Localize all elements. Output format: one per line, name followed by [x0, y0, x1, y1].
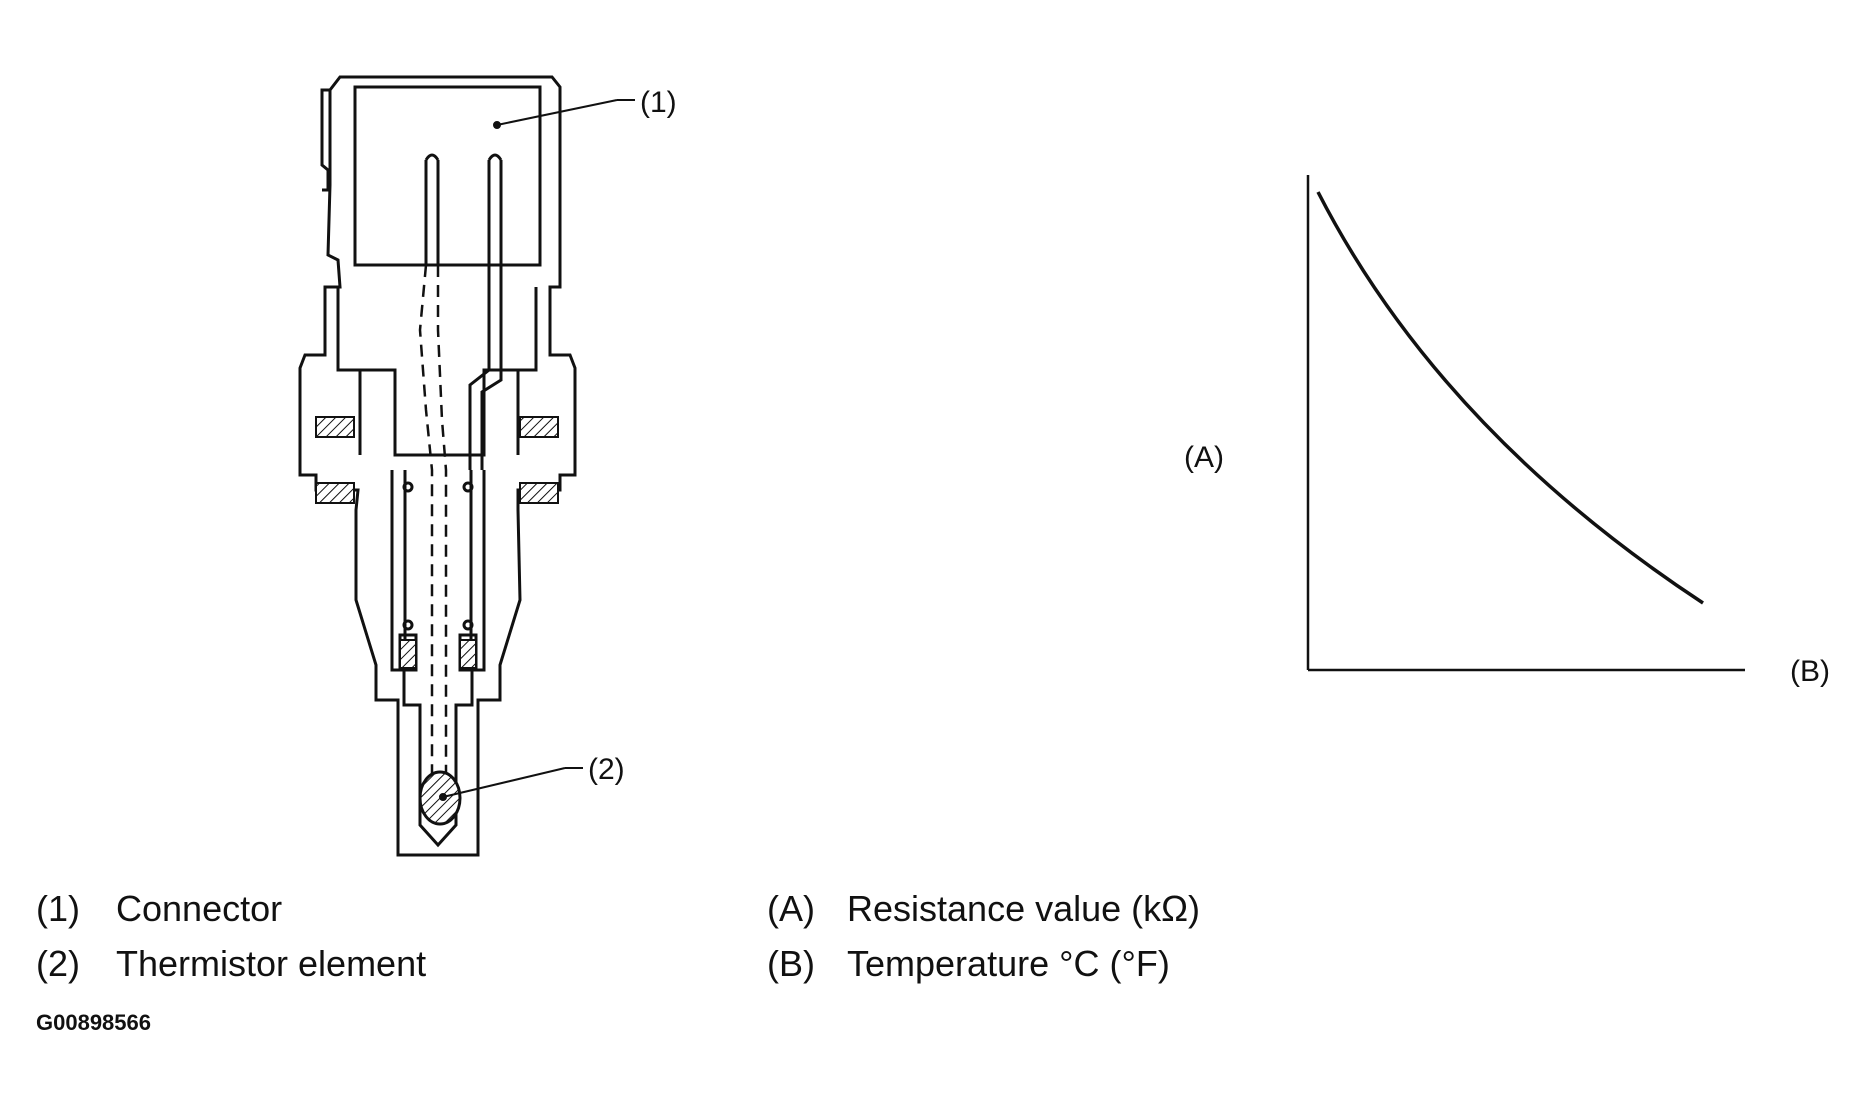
axis-label-b: (B) — [1790, 655, 1830, 688]
leader-lines — [439, 99, 635, 801]
axis-label-a: (A) — [1184, 441, 1224, 474]
seal-gaskets — [315, 416, 559, 669]
legend-item-resistance: (A) Resistance value (kΩ) — [767, 888, 1200, 930]
callout-thermistor: (2) — [588, 753, 625, 786]
legend-text: Resistance value (kΩ) — [847, 888, 1201, 929]
graph-curve — [1316, 191, 1704, 605]
legend-text: Thermistor element — [116, 943, 427, 984]
figure-id: G00898566 — [36, 1010, 151, 1035]
legend-key: (1) — [36, 888, 80, 929]
resistance-graph — [1306, 175, 1745, 672]
internal-wires — [418, 264, 448, 780]
legend-text: Connector — [116, 888, 283, 929]
legend-text: Temperature °C (°F) — [847, 943, 1170, 984]
callout-connector: (1) — [640, 86, 677, 119]
legend-item-connector: (1) Connector — [36, 888, 282, 930]
legend-item-thermistor: (2) Thermistor element — [36, 943, 426, 985]
legend-key: (B) — [767, 943, 815, 984]
sensor-body — [298, 75, 577, 857]
legend-key: (2) — [36, 943, 80, 984]
legend-key: (A) — [767, 888, 815, 929]
legend-item-temperature: (B) Temperature °C (°F) — [767, 943, 1170, 985]
